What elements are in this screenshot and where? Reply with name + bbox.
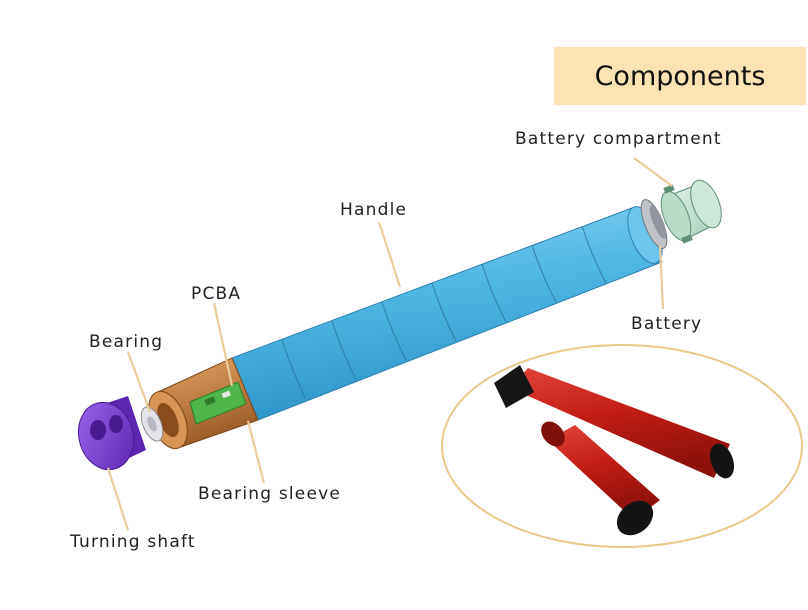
turning-shaft-part (77, 396, 146, 471)
label-battery: Battery (631, 314, 703, 334)
battery-compartment-part (660, 179, 722, 244)
leader-line-pcba (212, 302, 234, 387)
leader-line-bearing (126, 351, 152, 413)
page-title: Components (594, 60, 766, 92)
product-handle-back (541, 421, 660, 536)
handle-part (231, 206, 663, 421)
title-box: Components (554, 47, 806, 105)
label-turning-shaft: Turning shaft (70, 532, 196, 552)
leader-line-bearing-sleeve (246, 420, 266, 484)
leader-line-turning-shaft (106, 467, 130, 531)
leader-line-handle (377, 221, 402, 288)
pcba-part (189, 381, 247, 425)
label-pcba: PCBA (191, 284, 242, 304)
label-bearing-sleeve: Bearing sleeve (198, 484, 342, 504)
leader-line-battery-compartment (633, 157, 673, 187)
label-handle: Handle (340, 200, 408, 220)
bearing-part (140, 406, 164, 442)
leader-line-battery (658, 245, 665, 310)
product-photo-inset (441, 344, 803, 548)
label-bearing: Bearing (89, 332, 164, 352)
product-handle-front (494, 365, 735, 479)
label-battery-compartment: Battery compartment (515, 129, 722, 149)
leader-lines (106, 157, 673, 531)
battery-part (640, 199, 668, 249)
